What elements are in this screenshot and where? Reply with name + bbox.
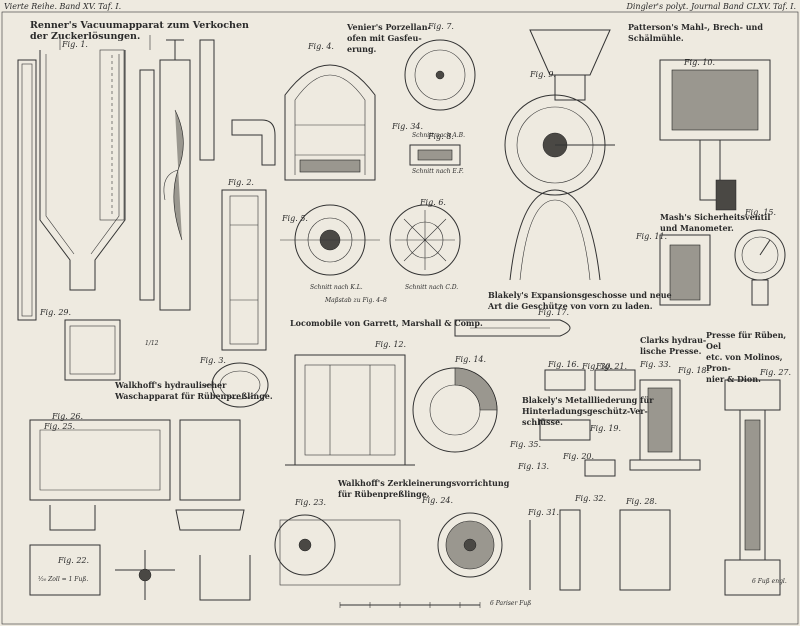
note-engl: 6 Fuß engl. [752,578,787,585]
note-schnitt-cd: Schnitt nach C.D. [405,284,459,291]
label-fig25: Fig. 25. [44,422,76,431]
label-fig12: Fig. 12. [375,340,407,349]
plate-header-left: Vierte Reihe. Band XV. Taf. I. [4,2,122,11]
label-fig9: Fig. 9. [530,70,556,79]
title-locomobile: Locomobile von Garrett, Marshall & Comp. [290,318,483,328]
label-fig23: Fig. 23. [295,498,327,507]
note-schnitt-ab: Schnitt nach A.B. [412,132,465,139]
label-fig5: Fig. 5. [282,214,308,223]
fig8-block [409,144,461,166]
title-blakely-expansion: Blakely's Expansionsgeschosse und neue A… [488,290,672,311]
title-presse-rueben: Presse für Rüben, Oel etc. von Molinos, … [706,330,787,384]
label-fig16: Fig. 16. [548,360,580,369]
label-fig17: Fig. 17. [538,308,570,317]
fig14-disc [412,367,498,453]
scale-bar [339,602,481,608]
label-fig3: Fig. 3. [200,356,226,365]
title-venier: Venier's Porzellan- ofen mit Gasfeu- eru… [347,22,431,54]
label-fig19: Fig. 19. [590,424,622,433]
patterson-mill-fig10 [659,59,771,211]
fig5-section [280,204,380,276]
venier-furnace [284,64,376,181]
label-fig4: Fig. 4. [308,42,334,51]
fig3-ring [205,362,269,408]
note-scale-12: 1/12 [145,340,159,347]
mash-safety-valve [659,229,786,306]
note-schnitt-kl: Schnitt nach K.L. [310,284,363,291]
note-massstab: Maßstab zu Fig. 4–8 [325,297,387,304]
blakely-projectile [454,319,571,337]
blakely-metal-packing [539,369,636,477]
label-fig29: Fig. 29. [40,308,72,317]
label-fig13: Fig. 13. [518,462,550,471]
label-fig28: Fig. 28. [626,497,658,506]
label-fig35: Fig. 35. [510,440,542,449]
label-fig32: Fig. 32. [575,494,607,503]
label-fig31: Fig. 31. [528,508,560,517]
title-walkhoff-zerklein: Walkhoff's Zerkleinerungsvorrichtung für… [338,478,510,499]
label-fig15: Fig. 15. [745,208,777,217]
plate-border [1,11,799,625]
label-fig18: Fig. 18. [678,366,710,375]
title-renner: Renner's Vacuumapparat zum Verkochen der… [30,20,249,42]
label-fig1: Fig. 1. [62,40,88,49]
plate-header-right: Dingler's polyt. Journal Band CLXV. Taf.… [626,2,796,11]
molinos-press [724,379,781,596]
label-fig14: Fig. 14. [455,355,487,364]
note-pariser: 6 Pariser Fuß [490,600,532,607]
title-clark: Clarks hydrau- lische Presse. [640,335,707,356]
label-fig26: Fig. 26. [52,412,84,421]
label-fig6: Fig. 6. [420,198,446,207]
label-fig11: Fig. 11. [636,232,668,241]
label-fig7: Fig. 7. [428,22,454,31]
fig6-section [389,204,461,276]
label-fig21: Fig. 21. [596,362,628,371]
label-fig8: Fig. 8. [428,132,454,141]
label-fig24: Fig. 24. [422,496,454,505]
label-fig27: Fig. 27. [760,368,792,377]
walkhoff-shredder [274,512,503,586]
note-scale-fuss: ⅟₂₀ Zoll = 1 Fuß. [38,576,89,583]
title-walkhoff-wasch: Walkhoff's hydraulischer Waschapparat fü… [115,380,273,401]
label-fig2: Fig. 2. [228,178,254,187]
label-fig22: Fig. 22. [58,556,90,565]
fig33-fig34 [529,509,671,591]
label-fig10: Fig. 10. [684,58,716,67]
renner-vacuum-apparatus [17,35,276,321]
label-fig33: Fig. 33. [640,360,672,369]
title-patterson: Patterson's Mahl-, Brech- und Schälmühle… [628,22,763,43]
clark-hydraulic-press [629,379,701,471]
title-blakely-metall: Blakely's Metallliederung für Hinterladu… [522,395,654,427]
label-fig30: Fig. 30. [582,362,614,371]
fig2-column [221,189,267,351]
fig7-wheel [404,39,476,111]
title-mash: Mash's Sicherheitsventil und Manometer. [660,212,771,233]
walkhoff-wash-apparatus [29,319,251,601]
label-fig20: Fig. 20. [563,452,595,461]
patterson-mill-fig9 [504,29,615,281]
note-schnitt-ef: Schnitt nach E.F. [412,168,464,175]
locomobile-fig12 [285,354,415,466]
label-fig34: Fig. 34. [392,122,424,131]
